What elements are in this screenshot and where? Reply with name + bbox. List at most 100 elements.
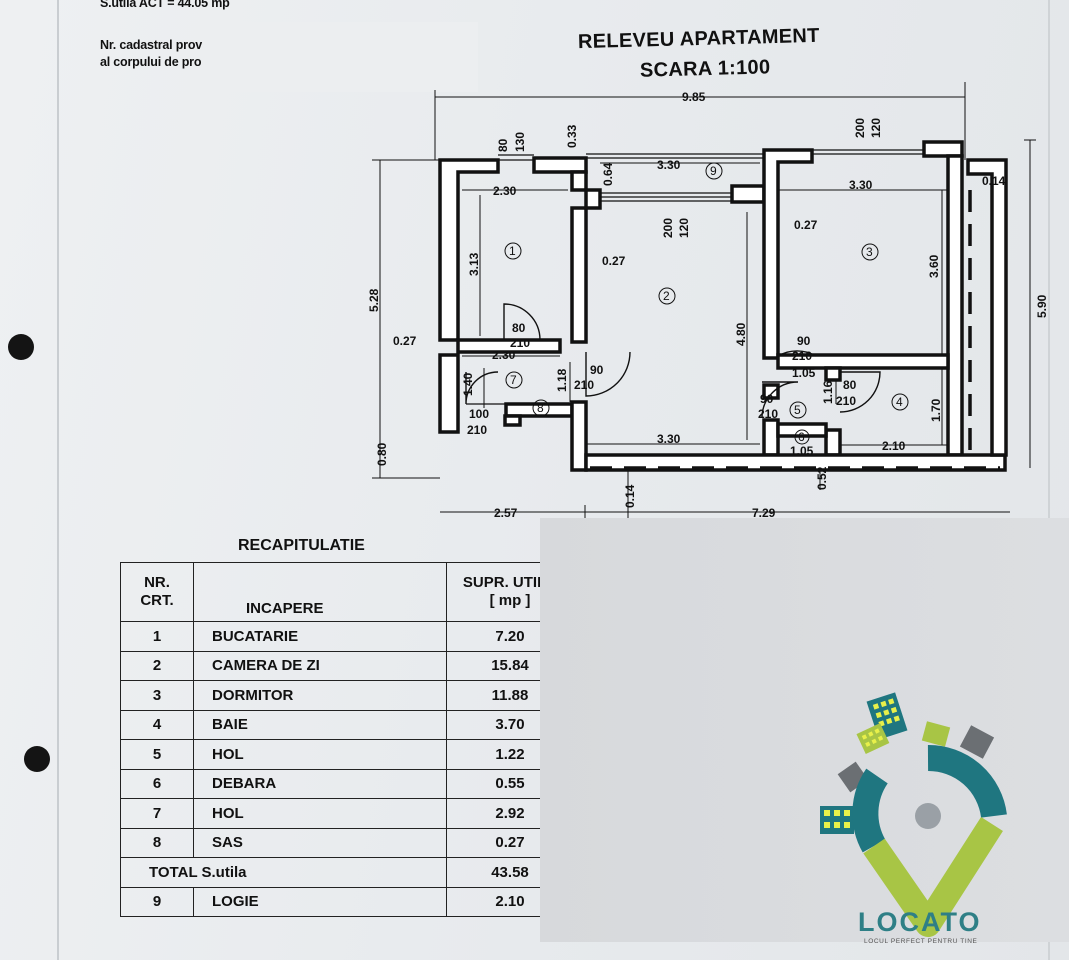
dim-door-210-c: 210 xyxy=(836,394,856,408)
building-icon xyxy=(959,725,995,759)
row-room: DORMITOR xyxy=(193,680,447,711)
header-area-line1: SUPR. UTILA xyxy=(462,574,558,591)
dim-257: 2.57 xyxy=(494,506,518,520)
building-icon xyxy=(856,723,890,755)
dim-door-210-b: 210 xyxy=(792,349,812,363)
dim-014-bottom: 0.14 xyxy=(623,484,637,508)
room-7-label: 7 xyxy=(510,373,517,387)
row-nr: 4 xyxy=(120,709,194,740)
dim-080: 0.80 xyxy=(375,442,389,466)
punch-hole-bottom xyxy=(24,746,50,772)
dim-729: 7.29 xyxy=(752,506,776,520)
dim-064: 0.64 xyxy=(601,162,615,186)
dim-window-200-b: 200 xyxy=(661,218,675,238)
row-nr: 5 xyxy=(120,739,194,770)
dim-window-120-a: 120 xyxy=(869,118,883,138)
dim-door-90-a: 90 xyxy=(590,363,604,377)
header-room: INCAPERE xyxy=(193,562,447,622)
header-crt: CRT. xyxy=(140,592,174,609)
recap-header-row: NR. CRT. INCAPERE SUPR. UTILA [ mp ] xyxy=(120,562,574,622)
room-2-label: 2 xyxy=(663,289,670,303)
building-icon xyxy=(921,721,951,747)
dim-170: 1.70 xyxy=(929,398,943,422)
dim-140: 1.40 xyxy=(461,372,475,396)
row-room: BUCATARIE xyxy=(193,621,447,652)
dim-door-210-d: 210 xyxy=(467,423,487,437)
dim-window-200-a: 200 xyxy=(853,118,867,138)
dim-window-120-b: 120 xyxy=(677,218,691,238)
dim-door-90-c: 90 xyxy=(760,392,774,406)
room-9-label: 9 xyxy=(710,164,717,178)
row-room: CAMERA DE ZI xyxy=(193,650,447,681)
dim-590: 5.90 xyxy=(1035,294,1049,318)
row-room: SAS xyxy=(193,827,447,858)
paper-fold-line xyxy=(57,0,59,960)
dim-027-b: 0.27 xyxy=(794,218,818,232)
dim-116: 1.16 xyxy=(821,380,835,404)
row-room: HOL xyxy=(193,798,447,829)
dim-313: 3.13 xyxy=(467,252,481,276)
dim-033: 0.33 xyxy=(565,124,579,148)
useful-area-act: S.utila ACT = 44.05 mp xyxy=(100,0,230,10)
dim-014-right: 0.14 xyxy=(982,174,1006,188)
locato-logo xyxy=(820,692,1007,937)
header-area-line2: [ mp ] xyxy=(489,592,531,609)
logo-tagline: LOCUL PERFECT PENTRU TINE xyxy=(864,938,978,945)
dim-door-210: 210 xyxy=(510,336,530,350)
dim-logia-330: 3.30 xyxy=(657,158,681,172)
dim-door-210-a: 210 xyxy=(574,378,594,392)
dim-027-a: 0.27 xyxy=(602,254,626,268)
header-nr-crt: NR. CRT. xyxy=(120,562,194,622)
dim-door-210-e: 210 xyxy=(758,407,778,421)
cadastral-body-line: al corpului de pro xyxy=(100,55,202,69)
room-3-label: 3 xyxy=(866,245,873,259)
punch-hole-top xyxy=(8,334,34,360)
room-4-label: 4 xyxy=(896,395,903,409)
dim-105: 1.05 xyxy=(792,366,816,380)
logia-room: LOGIE xyxy=(193,886,447,917)
recap-title: RECAPITULATIE xyxy=(238,537,365,554)
pin-point-icon xyxy=(863,816,1003,937)
row-room: HOL xyxy=(193,739,447,770)
dim-118: 1.18 xyxy=(555,368,569,392)
row-nr: 6 xyxy=(120,768,194,799)
row-room: BAIE xyxy=(193,709,447,740)
room-8-label: 8 xyxy=(537,401,544,415)
dim-230-top: 2.30 xyxy=(493,184,517,198)
room-1-label: 1 xyxy=(509,244,516,258)
total-label: TOTAL S.utila xyxy=(120,857,447,888)
dim-105-b: 1.05 xyxy=(790,444,814,458)
pin-ring-icon xyxy=(927,744,1007,819)
row-nr: 2 xyxy=(120,650,194,681)
header-nr: NR. xyxy=(144,574,170,591)
dim-360: 3.60 xyxy=(927,254,941,278)
dim-330-bottom: 3.30 xyxy=(657,432,681,446)
paper-edge-line xyxy=(1048,0,1050,960)
dim-052: 0.52 xyxy=(815,466,829,490)
logia-nr: 9 xyxy=(120,886,194,917)
row-nr: 3 xyxy=(120,680,194,711)
room-6-label: 6 xyxy=(798,430,805,444)
row-nr: 1 xyxy=(120,621,194,652)
dim-total-width: 9.85 xyxy=(682,90,706,104)
dim-230-mid: 2.30 xyxy=(492,348,516,362)
dim-480: 4.80 xyxy=(734,322,748,346)
cadastral-number-line: Nr. cadastral prov xyxy=(100,38,203,52)
dim-330-room3: 3.30 xyxy=(849,178,873,192)
pin-center-icon xyxy=(915,803,941,829)
dim-528: 5.28 xyxy=(367,288,381,312)
row-nr: 8 xyxy=(120,827,194,858)
dim-door-90-b: 90 xyxy=(797,334,811,348)
dim-027-left: 0.27 xyxy=(393,334,417,348)
dim-210: 2.10 xyxy=(882,439,906,453)
